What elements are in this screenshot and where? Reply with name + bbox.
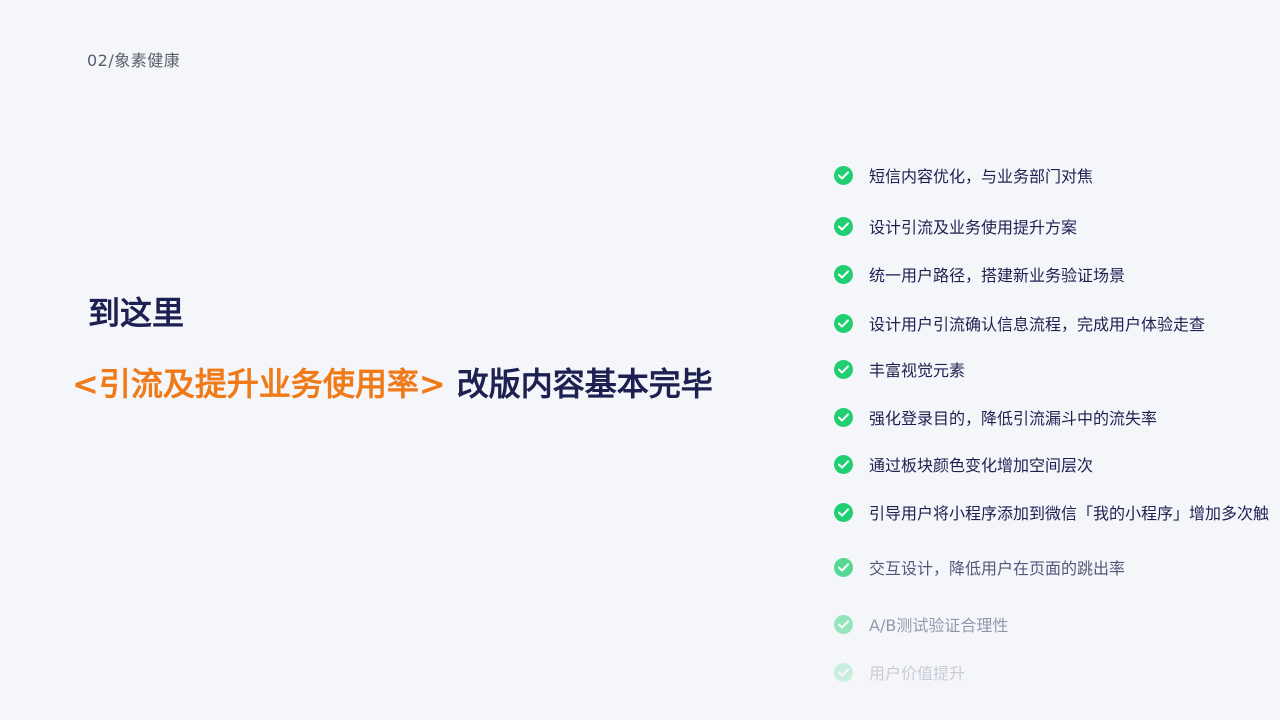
checklist-item-label: 通过板块颜色变化增加空间层次 xyxy=(869,456,1094,475)
checklist-item-label: 设计引流及业务使用提升方案 xyxy=(869,218,1078,237)
checklist-item-label: 交互设计，降低用户在页面的跳出率 xyxy=(869,559,1126,578)
checklist-item: A/B测试验证合理性 xyxy=(834,612,1008,636)
checklist-item-label: 用户价值提升 xyxy=(869,664,966,683)
checklist-item: 设计用户引流确认信息流程，完成用户体验走查 xyxy=(834,311,1205,335)
checklist-item-label: 设计用户引流确认信息流程，完成用户体验走查 xyxy=(869,315,1206,334)
checklist-item-label: 丰富视觉元素 xyxy=(869,361,966,380)
check-circle-icon xyxy=(834,165,853,185)
check-circle-icon xyxy=(834,454,853,474)
checklist-item: 引导用户将小程序添加到微信「我的小程序」增加多次触 xyxy=(834,500,1269,524)
checklist-item: 交互设计，降低用户在页面的跳出率 xyxy=(834,555,1125,579)
checklist-item: 通过板块颜色变化增加空间层次 xyxy=(834,452,1093,476)
checklist-item: 用户价值提升 xyxy=(834,660,965,684)
check-circle-icon xyxy=(834,407,853,427)
checklist-item: 短信内容优化，与业务部门对焦 xyxy=(834,163,1093,187)
check-circle-icon xyxy=(834,662,853,682)
check-circle-icon xyxy=(834,614,853,634)
heading-highlight: <引流及提升业务使用率> xyxy=(72,365,446,403)
heading-rest: 改版内容基本完毕 xyxy=(445,365,713,403)
check-circle-icon xyxy=(834,264,853,284)
check-circle-icon xyxy=(834,557,853,577)
check-circle-icon xyxy=(834,216,853,236)
checklist-item-label: 引导用户将小程序添加到微信「我的小程序」增加多次触 xyxy=(869,504,1270,523)
check-circle-icon xyxy=(834,313,853,333)
checklist-item: 强化登录目的，降低引流漏斗中的流失率 xyxy=(834,405,1157,429)
checklist-item-label: 统一用户路径，搭建新业务验证场景 xyxy=(869,266,1126,285)
checklist-item-label: 短信内容优化，与业务部门对焦 xyxy=(869,167,1094,186)
checklist-item-label: A/B测试验证合理性 xyxy=(869,616,1009,635)
checklist-item: 统一用户路径，搭建新业务验证场景 xyxy=(834,262,1125,286)
checklist: 短信内容优化，与业务部门对焦 设计引流及业务使用提升方案 统一用户路径，搭建新业… xyxy=(834,0,1280,720)
checklist-item: 丰富视觉元素 xyxy=(834,357,965,381)
check-circle-icon xyxy=(834,359,853,379)
heading-line-2: <引流及提升业务使用率> 改版内容基本完毕 xyxy=(72,359,713,405)
checklist-item-label: 强化登录目的，降低引流漏斗中的流失率 xyxy=(869,409,1158,428)
checklist-item: 设计引流及业务使用提升方案 xyxy=(834,214,1077,238)
check-circle-icon xyxy=(834,502,853,522)
breadcrumb: 02/象素健康 xyxy=(87,51,181,70)
heading-line-1: 到这里 xyxy=(88,294,185,332)
